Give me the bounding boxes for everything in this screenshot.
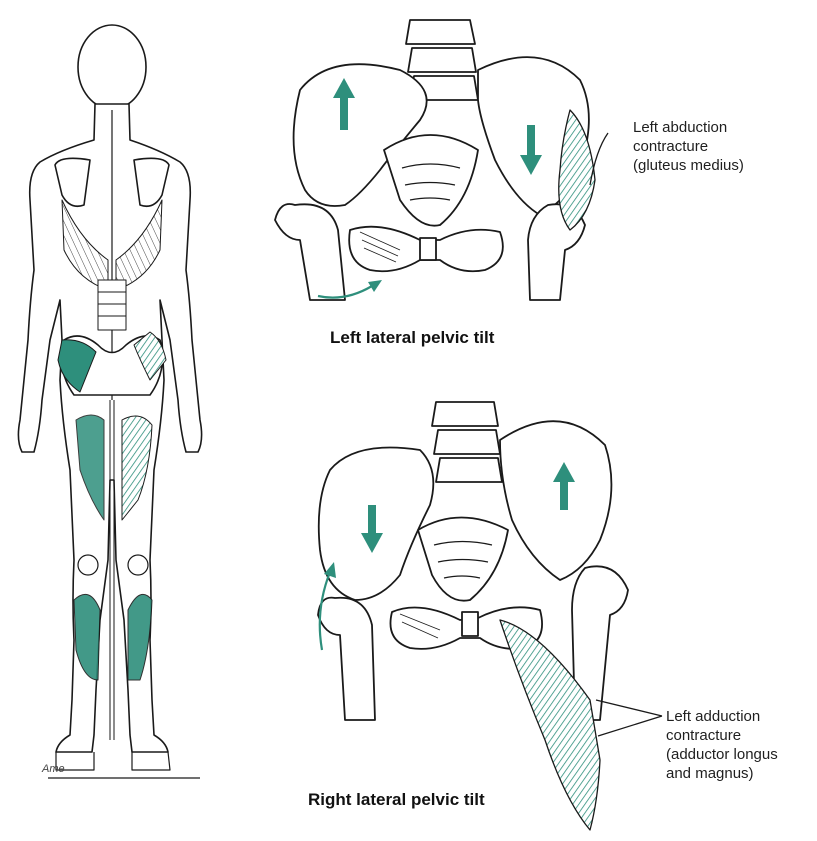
top-title: Left lateral pelvic tilt bbox=[330, 328, 494, 348]
bottom-pelvis bbox=[318, 402, 628, 830]
bottom-left-ilium bbox=[500, 421, 611, 580]
abduction-label: Left abduction contracture (gluteus medi… bbox=[633, 118, 744, 175]
top-sacrum bbox=[384, 135, 478, 226]
adduction-leader bbox=[596, 700, 662, 736]
bottom-right-ilium bbox=[319, 448, 434, 601]
bottom-title: Right lateral pelvic tilt bbox=[308, 790, 485, 810]
bottom-vertebra-3 bbox=[436, 458, 502, 482]
artist-signature: Ame bbox=[42, 760, 65, 779]
top-vertebra-1 bbox=[406, 20, 475, 44]
adduction-label: Left adduction contracture (adductor lon… bbox=[666, 707, 778, 783]
standing-figure bbox=[18, 25, 201, 778]
head bbox=[78, 25, 146, 109]
bottom-right-femur bbox=[318, 598, 375, 720]
top-vertebra-2 bbox=[408, 48, 476, 72]
top-pelvis bbox=[275, 20, 595, 300]
top-right-femur bbox=[275, 204, 345, 300]
bottom-vertebra-2 bbox=[434, 430, 500, 454]
bottom-vertebra-1 bbox=[432, 402, 498, 426]
